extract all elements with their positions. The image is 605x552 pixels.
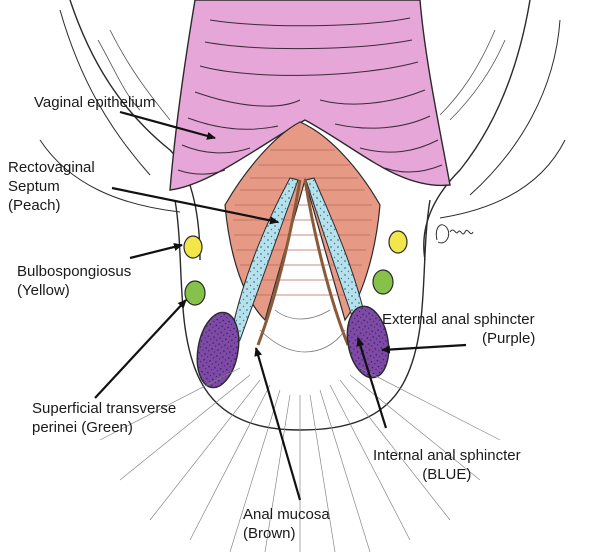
label-rectovaginal-line2: Septum (8, 177, 95, 196)
label-vaginal-epithelium-text: Vaginal epithelium (34, 93, 155, 112)
perineal-skin-folds (260, 310, 345, 352)
label-internal-anal-sphincter: Internal anal sphincter (BLUE) (373, 446, 521, 484)
label-internal-line1: Internal anal sphincter (373, 446, 521, 465)
right-fold-lines (440, 30, 505, 120)
label-anal-mucosa: Anal mucosa (Brown) (243, 505, 330, 543)
label-bulbospongiosus-line2: (Yellow) (17, 281, 131, 300)
bulbospongiosus-right (389, 231, 407, 253)
label-anal-mucosa-line1: Anal mucosa (243, 505, 330, 524)
arrow-bulbospongiosus (130, 245, 182, 258)
artist-signature (436, 225, 473, 243)
label-bulbospongiosus-line1: Bulbospongiosus (17, 262, 131, 281)
arrow-superficial-transverse (95, 300, 186, 398)
label-superficial-line1: Superficial transverse (32, 399, 176, 418)
arrow-anal-mucosa (256, 348, 300, 500)
label-external-line1: External anal sphincter (382, 310, 535, 329)
label-rectovaginal-line1: Rectovaginal (8, 158, 95, 177)
label-rectovaginal-line3: (Peach) (8, 196, 95, 215)
label-anal-mucosa-line2: (Brown) (243, 524, 330, 543)
right-buttock-line (440, 140, 565, 218)
label-rectovaginal-septum: Rectovaginal Septum (Peach) (8, 158, 95, 215)
label-external-line2: (Purple) (382, 329, 535, 348)
label-vaginal-epithelium: Vaginal epithelium (34, 93, 155, 112)
right-outer-contour-2 (470, 20, 560, 195)
label-superficial-transverse-perinei: Superficial transverse perinei (Green) (32, 399, 176, 437)
label-external-anal-sphincter: External anal sphincter (Purple) (382, 310, 535, 348)
label-superficial-line2: perinei (Green) (32, 418, 176, 437)
label-bulbospongiosus: Bulbospongiosus (Yellow) (17, 262, 131, 300)
superficial-transverse-left (185, 281, 205, 305)
superficial-transverse-right (373, 270, 393, 294)
label-internal-line2: (BLUE) (373, 465, 521, 484)
bulbospongiosus-left (184, 236, 202, 258)
